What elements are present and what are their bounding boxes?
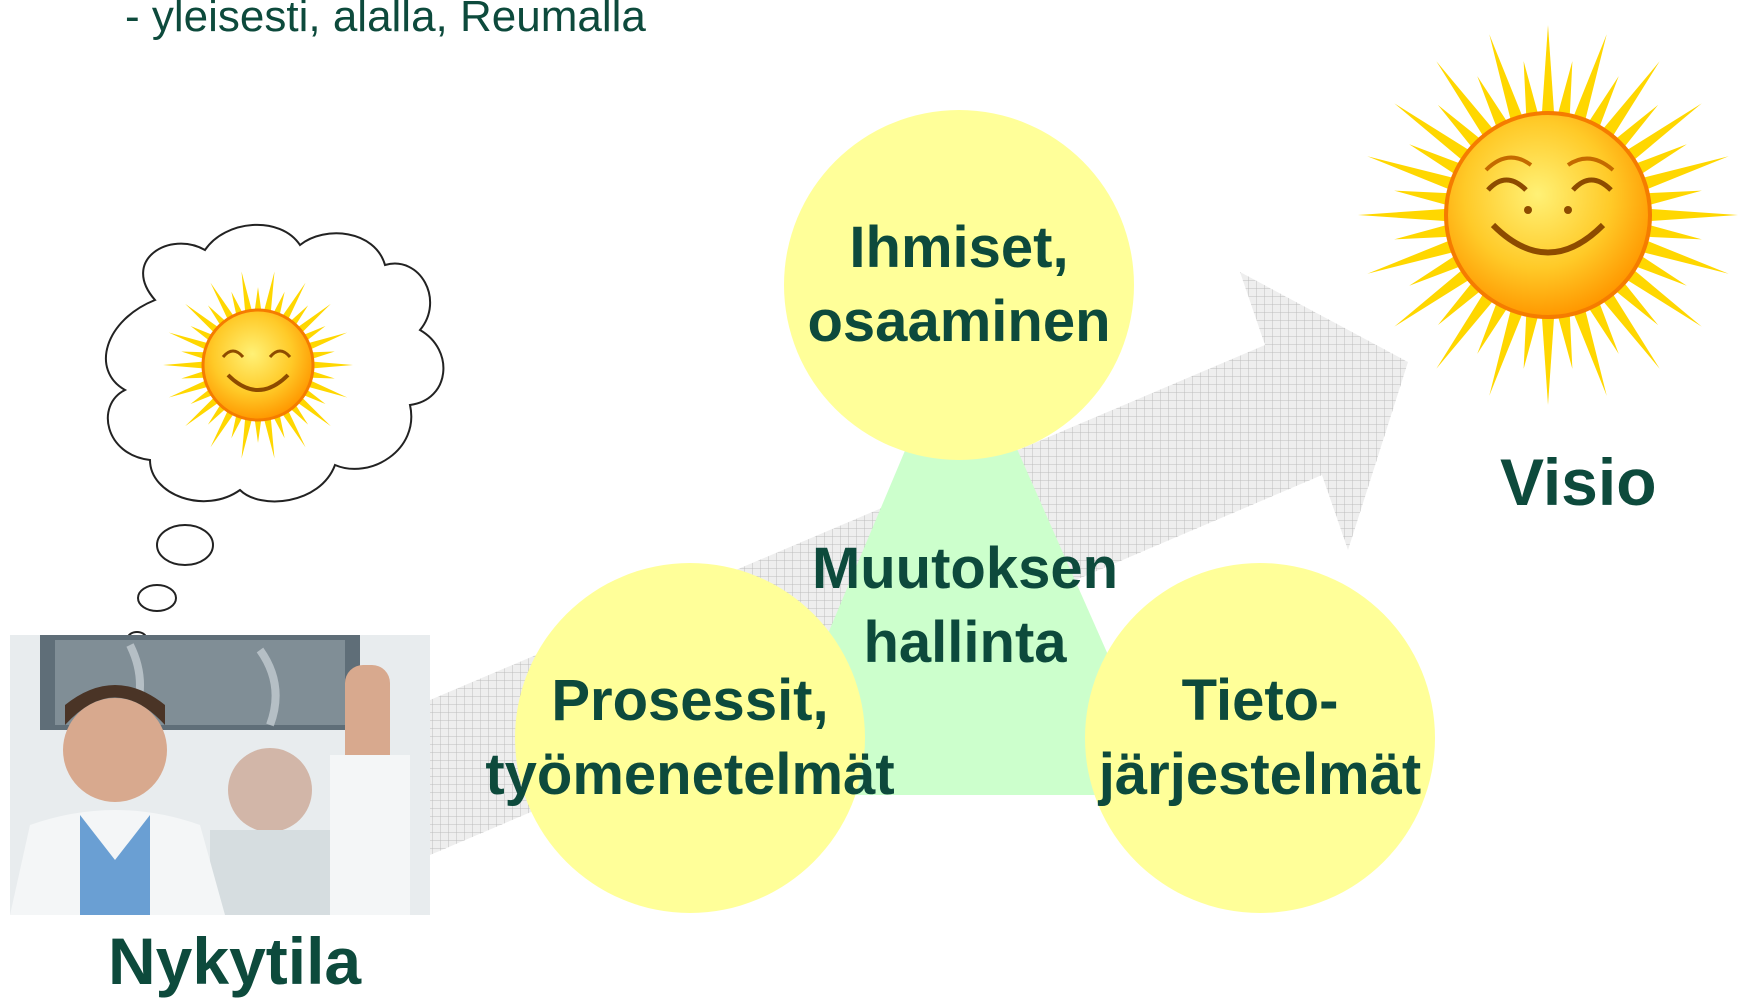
sun-ray: [280, 408, 306, 448]
sun-ray: [1557, 310, 1573, 369]
sun-ray: [163, 361, 207, 369]
sun-ray: [263, 415, 275, 459]
sun-ray: [1612, 104, 1659, 151]
sun-ray: [272, 291, 285, 318]
sun-ray: [263, 271, 275, 315]
sun-ray: [1523, 310, 1539, 369]
sun-ray: [1586, 76, 1619, 131]
sun-ray: [210, 282, 236, 322]
sun-ray: [295, 303, 331, 335]
sun-ray: [1645, 208, 1738, 222]
sun-ray: [1437, 104, 1484, 151]
small-sun-icon: [163, 271, 353, 459]
center-triangle: [760, 320, 1170, 795]
sun-ray: [308, 351, 335, 360]
sun-ray: [1639, 156, 1729, 191]
center-line1: Muutoksen: [811, 536, 1119, 601]
processes-line1: Prosessit,: [551, 668, 829, 733]
sun-ray: [1489, 34, 1524, 124]
subtitle: - yleisesti, alalla, Reumalla: [125, 0, 646, 41]
sun-ray: [305, 332, 348, 351]
sun-ray: [1572, 34, 1607, 124]
sun-ray: [1409, 253, 1464, 286]
sun-ray: [295, 395, 331, 427]
sun-ray: [241, 271, 253, 315]
sun-ray: [1643, 190, 1702, 206]
sun-ray: [1394, 103, 1473, 163]
sun-ray: [231, 291, 244, 318]
sun-ray: [181, 370, 208, 379]
sun-ray: [254, 287, 262, 314]
sun-ray: [1394, 267, 1473, 327]
center-label: Muutoksen hallinta: [780, 532, 1150, 680]
sun-ray: [1477, 76, 1510, 131]
sun-ray: [241, 415, 253, 459]
sun-ray: [181, 351, 208, 360]
systems-line1: Tieto-: [1181, 668, 1339, 733]
sun-ray: [1394, 224, 1453, 240]
sun-ray: [1557, 61, 1573, 120]
sun-ray: [168, 379, 211, 398]
sun-ray: [1436, 290, 1496, 369]
people-line2: osaaminen: [807, 289, 1111, 354]
vision-label: Visio: [1500, 445, 1657, 519]
sun-ray: [1612, 279, 1659, 326]
sun-ray: [309, 361, 353, 369]
sun-ray: [1436, 61, 1496, 140]
sun-ray: [1367, 239, 1457, 274]
sun-ray: [210, 408, 236, 448]
sun-ray: [168, 332, 211, 351]
sun-ray: [280, 282, 306, 322]
sun-ray: [308, 370, 335, 379]
people-line1: Ihmiset,: [849, 215, 1069, 280]
sun-ray: [1394, 190, 1453, 206]
sun-ray: [1358, 208, 1451, 222]
sun-ray: [1623, 267, 1702, 327]
sun-ray: [231, 412, 244, 439]
big-sun-icon: [1358, 25, 1738, 405]
sun-ray: [1639, 239, 1729, 274]
processes-node: Prosessit, työmenetelmät: [485, 563, 895, 913]
sun-ray: [1367, 156, 1457, 191]
sun-ray: [185, 303, 221, 335]
sun-ray: [1632, 253, 1687, 286]
sun-ray: [1600, 61, 1660, 140]
sun-ray: [305, 379, 348, 398]
systems-line2: järjestelmät: [1098, 742, 1422, 807]
sun-ray: [185, 395, 221, 427]
center-line2: hallinta: [863, 610, 1067, 675]
current-state-label: Nykytila: [108, 924, 362, 998]
sun-ray: [1632, 144, 1687, 177]
thought-bubble: [104, 224, 445, 645]
sun-ray: [1541, 312, 1555, 405]
sun-ray: [254, 416, 262, 443]
sun-ray: [1623, 103, 1702, 163]
sun-ray: [1477, 299, 1510, 354]
sun-ray: [1437, 279, 1484, 326]
systems-node: Tieto- järjestelmät: [1085, 563, 1435, 913]
sun-ray: [272, 412, 285, 439]
people-node: Ihmiset, osaaminen: [784, 110, 1134, 460]
sun-ray: [1643, 224, 1702, 240]
sun-ray: [1541, 25, 1555, 118]
sun-ray: [1409, 144, 1464, 177]
sun-ray: [1572, 306, 1607, 396]
sun-ray: [1600, 290, 1660, 369]
sun-ray: [1489, 306, 1524, 396]
sun-ray: [1523, 61, 1539, 120]
processes-line2: työmenetelmät: [485, 742, 895, 807]
doctor-photo: [10, 635, 430, 915]
sun-ray: [1586, 299, 1619, 354]
